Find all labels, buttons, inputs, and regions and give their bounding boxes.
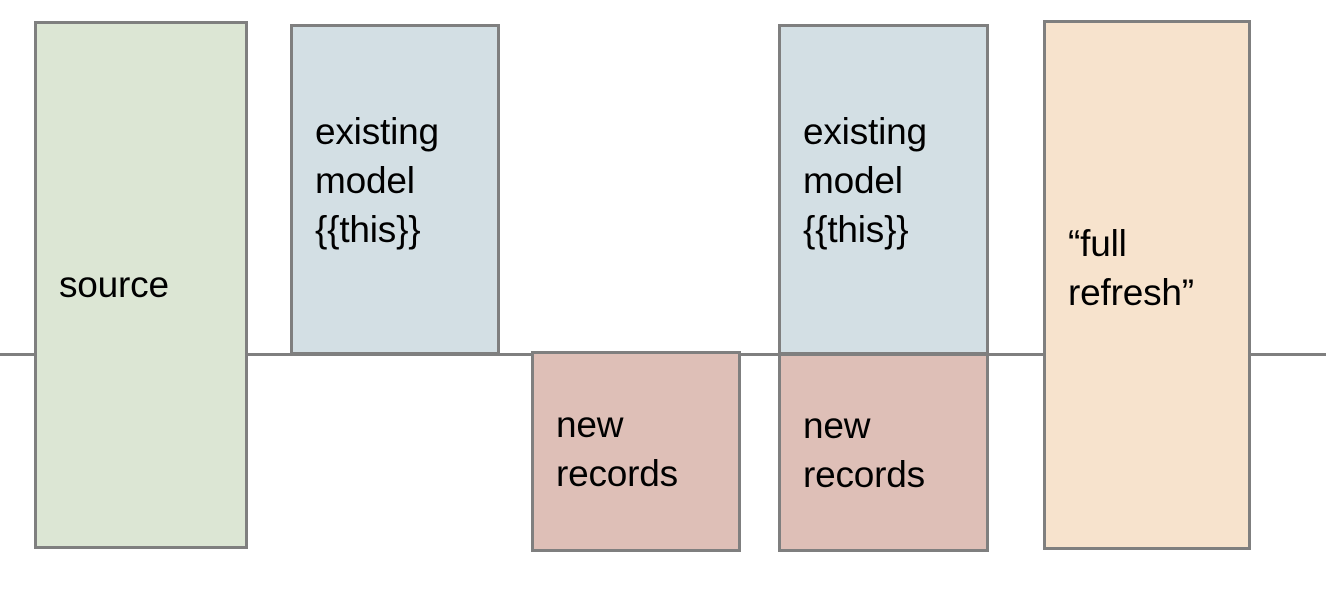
box-full-refresh-label: “full refresh” xyxy=(1068,223,1194,313)
box-source[interactable]: source xyxy=(34,21,248,549)
box-existing-model-1-label: existing model {{this}} xyxy=(315,111,439,250)
box-existing-model-2[interactable]: existing model {{this}} xyxy=(778,24,989,355)
box-new-records-1-label: new records xyxy=(556,403,678,494)
box-new-records-1[interactable]: new records xyxy=(531,351,741,552)
box-new-records-2[interactable]: new records xyxy=(778,353,989,552)
box-source-label: source xyxy=(59,263,169,305)
box-existing-model-1[interactable]: existing model {{this}} xyxy=(290,24,500,355)
box-new-records-2-label: new records xyxy=(803,404,925,495)
box-full-refresh[interactable]: “full refresh” xyxy=(1043,20,1251,550)
box-existing-model-2-label: existing model {{this}} xyxy=(803,111,927,250)
